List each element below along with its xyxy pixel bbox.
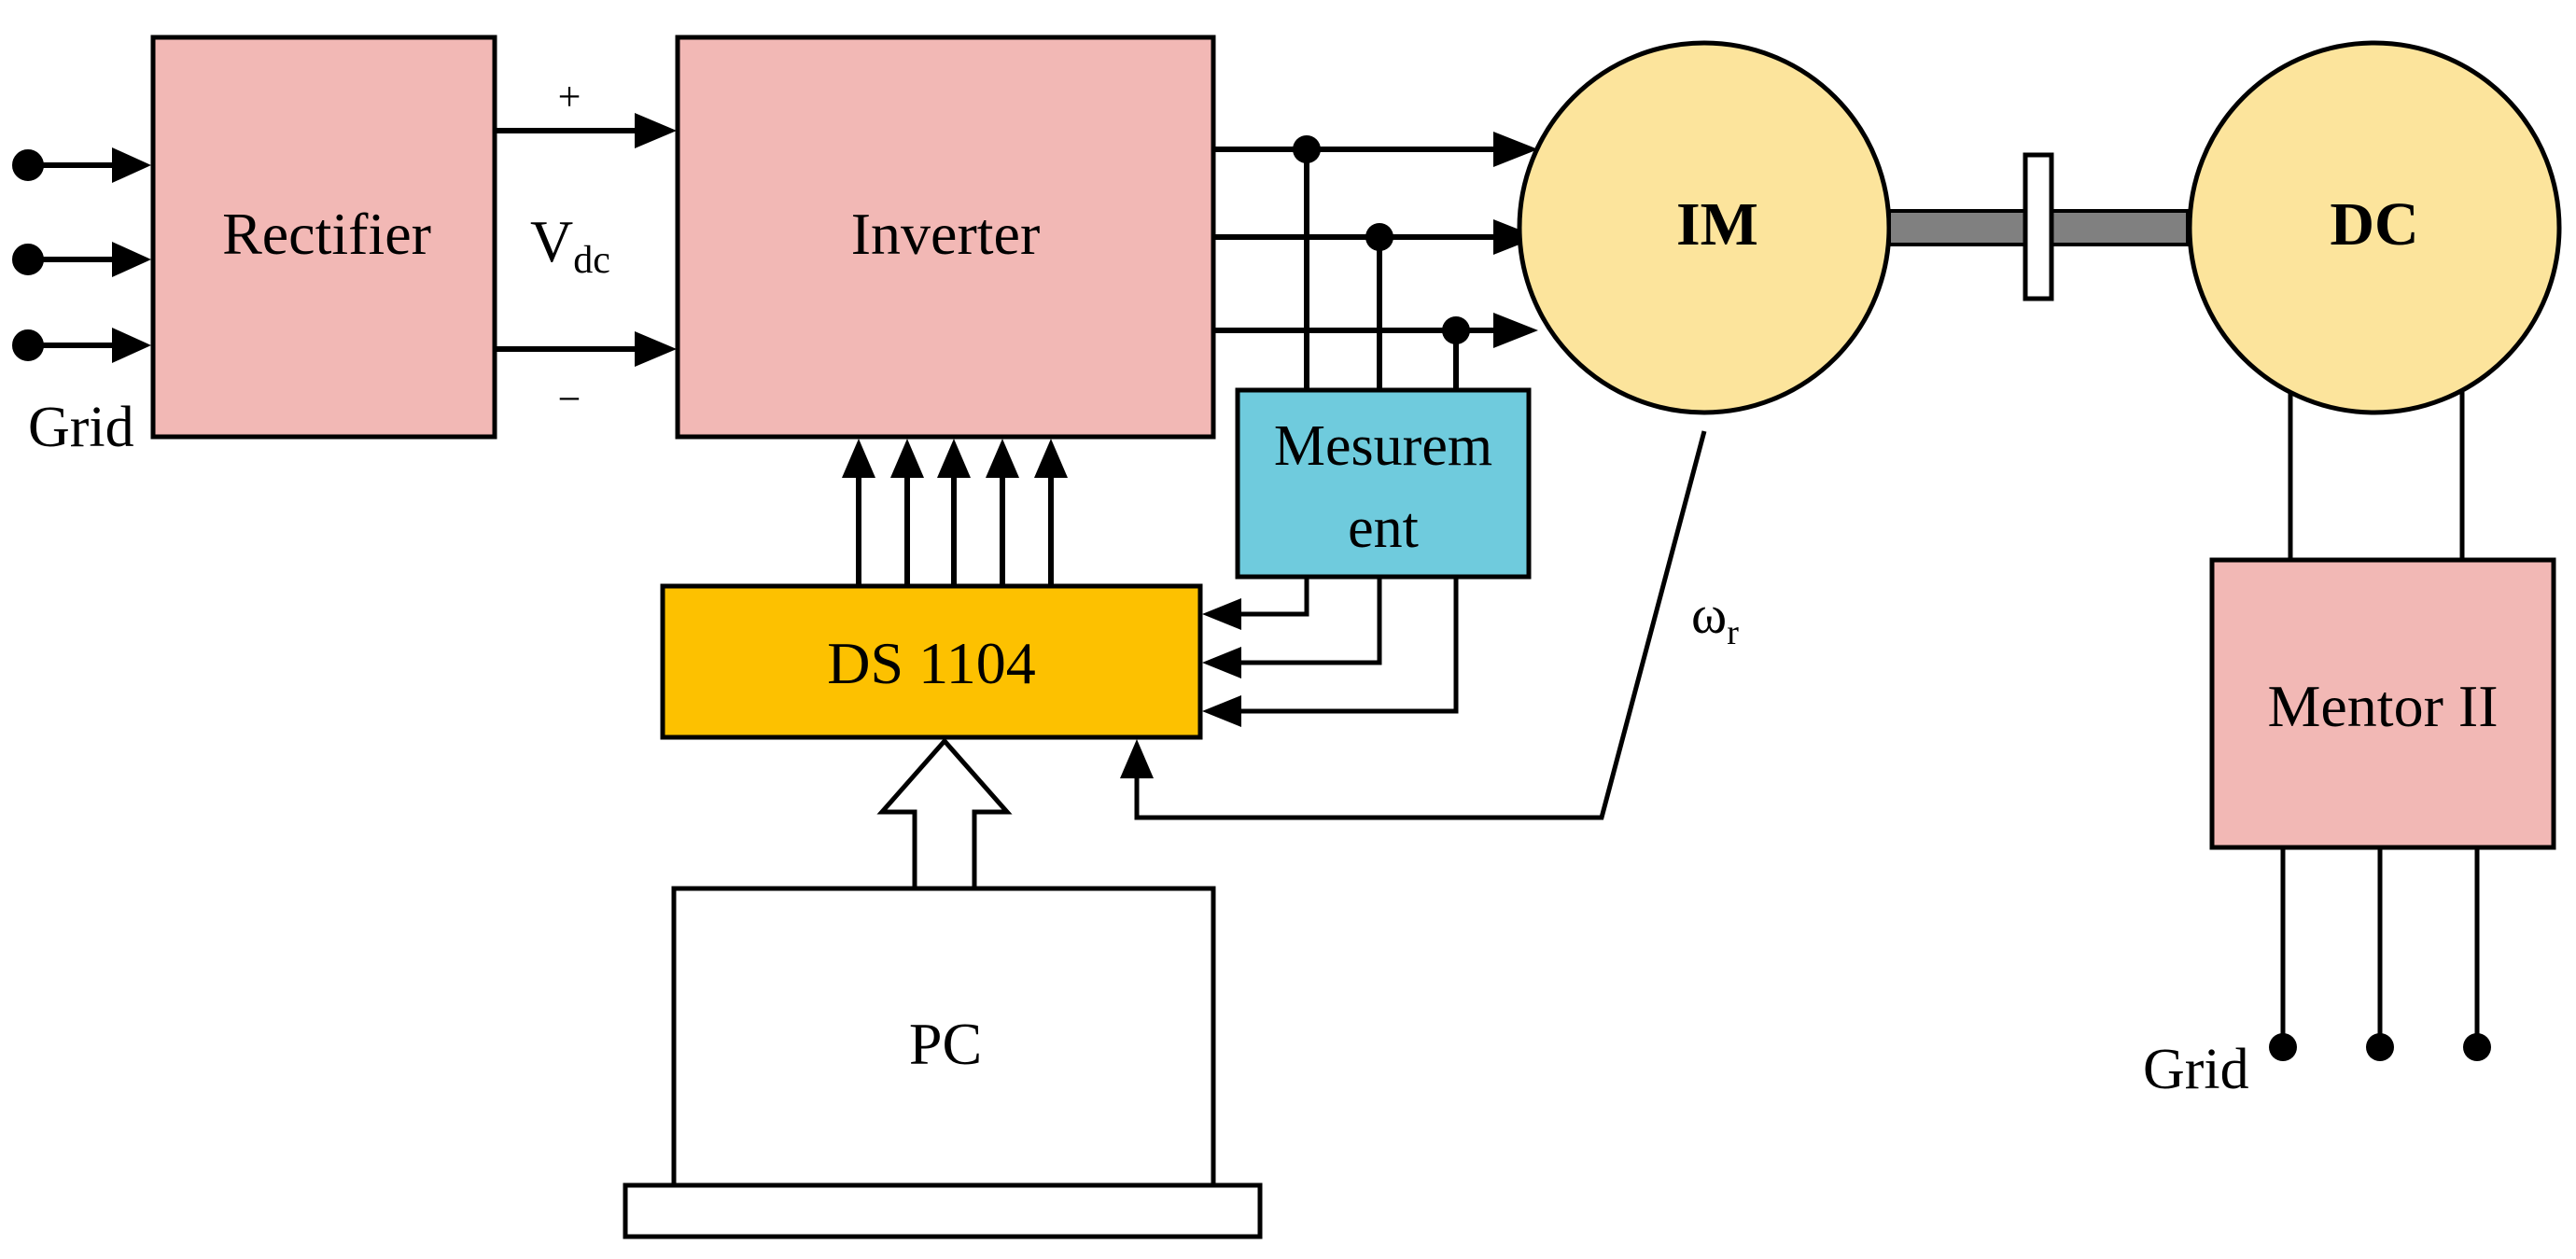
grid-right-terminal-1	[2269, 1033, 2297, 1061]
grid-right-label: Grid	[2143, 1038, 2249, 1101]
gate-arrow-5	[1034, 439, 1068, 478]
pc-link-arrow	[876, 737, 1013, 888]
feedback-arrow-2	[1202, 647, 1241, 678]
measurement-label-line2: ent	[1348, 497, 1419, 560]
grid-input-arrow-2	[112, 242, 151, 277]
mentor-label: Mentor II	[2267, 673, 2498, 739]
ds1104-block	[660, 583, 1203, 740]
gate-arrow-3	[937, 439, 971, 478]
gate-arrow-1	[842, 439, 875, 478]
mentor-block	[2209, 557, 2556, 850]
vdc-label: Vdc	[530, 208, 610, 282]
gate-signal-lines	[842, 439, 1068, 586]
inverter-block	[675, 35, 1216, 440]
pc-base	[623, 1182, 1263, 1239]
dc-link-arrow-minus	[635, 331, 677, 367]
dc-machine	[2187, 40, 2562, 415]
phase-arrow-b	[1493, 219, 1538, 255]
feedback-arrow-1	[1202, 598, 1241, 630]
rectifier-block	[150, 35, 497, 440]
phase-arrow-a	[1493, 132, 1538, 167]
inverter-label: Inverter	[851, 201, 1041, 267]
feedback-arrow-3	[1202, 695, 1241, 727]
grid-input-arrow-1	[112, 147, 151, 183]
shaft-coupling	[2023, 152, 2054, 301]
dc-link	[495, 113, 677, 367]
dc-link-arrow-plus	[635, 113, 677, 148]
speed-feedback-arrow	[1120, 739, 1154, 778]
grid-right-terminal-2	[2366, 1033, 2394, 1061]
pc-label: PC	[909, 1011, 982, 1077]
grid-input-lines	[12, 147, 151, 363]
inverter-output-phases	[1213, 132, 1538, 390]
pc-block	[671, 886, 1216, 1188]
mentor-grid-lines	[2269, 847, 2491, 1061]
gate-arrow-4	[986, 439, 1019, 478]
measurement-feedback-lines	[1202, 577, 1459, 727]
omega-r-label: ωr	[1691, 584, 1739, 652]
dc-to-mentor-lines	[2288, 392, 2465, 560]
dc-machine-label: DC	[2330, 190, 2418, 259]
grid-input-arrow-3	[112, 328, 151, 363]
rectifier-label: Rectifier	[222, 201, 431, 267]
speed-feedback-line	[1120, 430, 1707, 820]
ds1104-label: DS 1104	[827, 630, 1035, 696]
gate-arrow-2	[890, 439, 924, 478]
grid-right-terminal-3	[2463, 1033, 2491, 1061]
im-label: IM	[1676, 190, 1758, 259]
measurement-block	[1235, 387, 1532, 580]
phase-arrow-c	[1493, 313, 1538, 348]
dc-minus-sign: −	[558, 376, 581, 422]
dc-plus-sign: +	[558, 74, 581, 119]
measurement-label-line1: Mesurem	[1274, 414, 1492, 478]
grid-left-label: Grid	[28, 396, 134, 459]
